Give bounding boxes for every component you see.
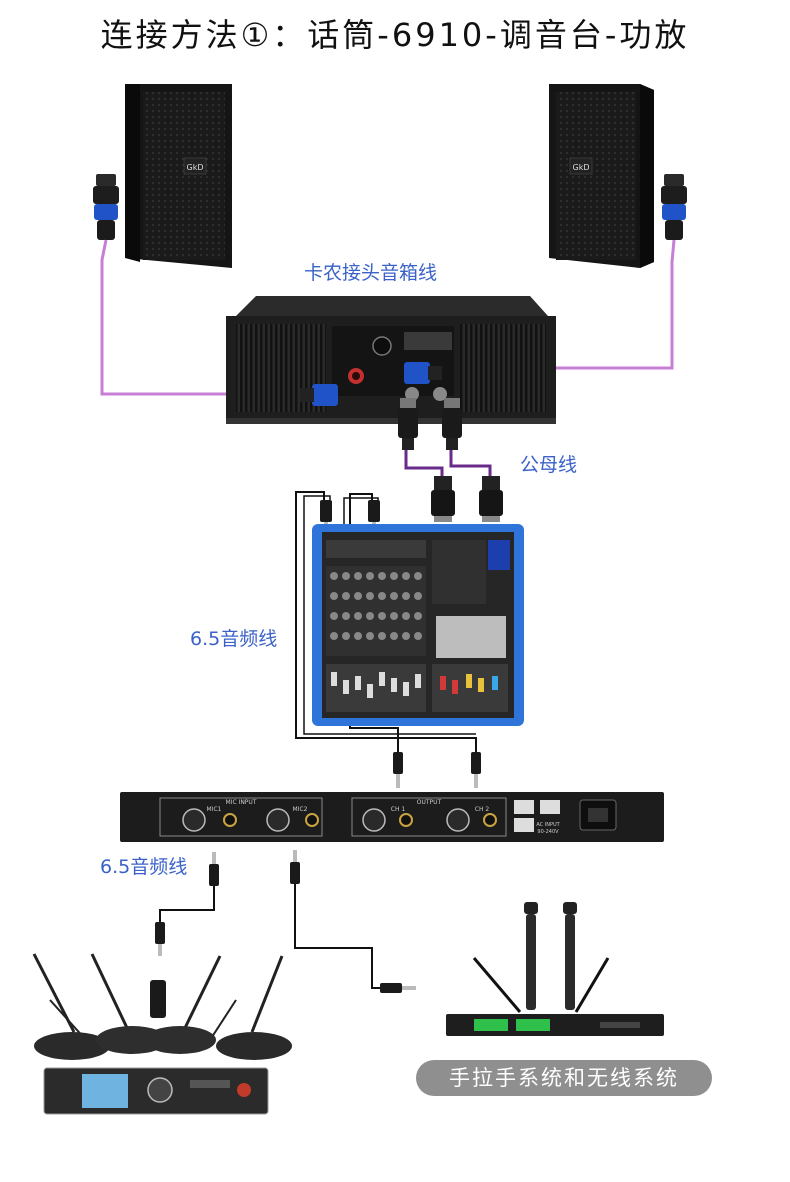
speakon-connector-right [661, 174, 687, 240]
speaker-right-logo: GkD [573, 163, 590, 172]
xlr-plug-female-right [479, 476, 503, 522]
processor-output-header: OUTPUT [417, 799, 442, 806]
jack-cable-outer [295, 491, 477, 752]
jack-cable-outer-b [303, 495, 476, 735]
xlr-plug-amp-left [398, 398, 418, 450]
speaker-cable-left [100, 239, 304, 396]
systems-label: 手拉手系统和无线系统 [416, 1060, 712, 1096]
jack-plug-processor-2 [471, 752, 481, 788]
jack-plug-to-conference [209, 852, 219, 886]
conference-system [32, 953, 292, 1115]
jack-plug-wireless-end [380, 983, 416, 993]
jack-plug-to-wireless [290, 850, 300, 884]
mixer-channel-strips [326, 540, 510, 712]
processor-input-header: MIC INPUT [226, 799, 257, 806]
power-amplifier [226, 296, 556, 424]
processor-6910: MIC INPUT OUTPUT MIC1 MIC2 CH 1 CH 2 AC … [120, 792, 664, 842]
jack-plug-processor-1 [393, 752, 403, 788]
wireless-system [446, 902, 664, 1036]
processor-voltage-label: 90-240V [537, 829, 559, 835]
speakon-connector-left [93, 174, 119, 240]
xlr-plug-female-left [431, 476, 455, 522]
audio-cable-label-bottom: 6.5音频线 [100, 856, 188, 878]
speaker-left: GkD [125, 84, 232, 268]
jack-cable-conference [159, 886, 215, 922]
processor-ac-input-label: AC INPUT [536, 822, 560, 828]
xlr-cable-right [449, 450, 492, 478]
speaker-cable-label: 卡农接头音箱线 [304, 262, 438, 284]
processor-ch2-label: CH 2 [475, 806, 490, 813]
jack-cable-wireless [294, 884, 380, 989]
processor-mic1-label: MIC1 [207, 806, 222, 813]
mixer [312, 524, 524, 726]
jack-plug-conference-end [155, 922, 165, 956]
xlr-cable-left [404, 450, 444, 478]
processor-ch1-label: CH 1 [391, 806, 406, 813]
xlr-plug-amp-right [442, 398, 462, 450]
speaker-left-logo: GkD [187, 163, 204, 172]
audio-cable-label-top: 6.5音频线 [190, 628, 278, 650]
male-female-cable-label: 公母线 [520, 454, 578, 476]
processor-mic2-label: MIC2 [293, 806, 308, 813]
speaker-right: GkD [549, 84, 654, 268]
page-title: 连接方法①：话筒-6910-调音台-功放 [100, 16, 690, 54]
